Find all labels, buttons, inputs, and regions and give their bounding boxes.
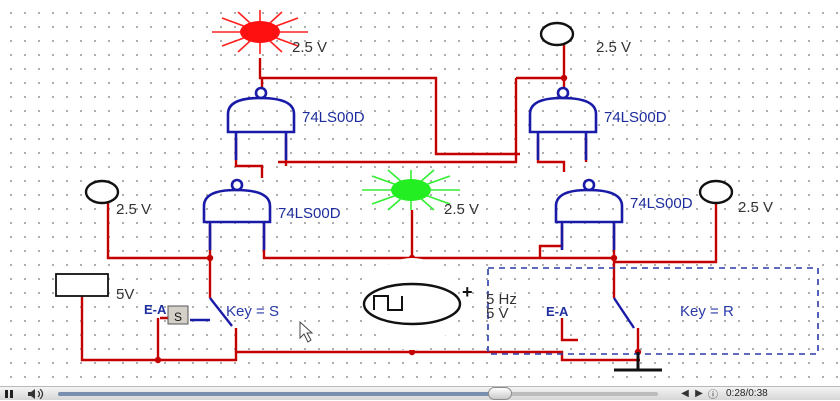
- circuit-canvas: 74LS00D 74LS00D 74LS00D 74LS00D 2.5 V: [0, 0, 840, 386]
- key-s-badge[interactable]: [167, 305, 189, 325]
- probe-lamp-red-icon[interactable]: [212, 10, 308, 54]
- key-s-badge-label: S: [174, 310, 182, 324]
- clock-plus-sign: +: [462, 282, 473, 302]
- nand-gate-u4[interactable]: [554, 178, 624, 250]
- probe-voltage-label: 2.5 V: [116, 201, 151, 218]
- seek-progress: [58, 391, 501, 396]
- switch-r-key-label: Key = R: [680, 303, 734, 320]
- probe-voltage-label: 2.5 V: [596, 39, 631, 56]
- ground-icon: [614, 352, 662, 372]
- pause-icon[interactable]: [2, 388, 16, 400]
- gate-label-u3: 74LS00D: [278, 205, 341, 222]
- subcircuit-box: [487, 267, 819, 355]
- clock-source-icon[interactable]: [362, 258, 462, 350]
- previous-icon[interactable]: ◀: [681, 388, 689, 399]
- time-readout: 0:28/0:38: [726, 388, 768, 399]
- switch-r[interactable]: [613, 297, 635, 329]
- gate-label-u1: 74LS00D: [302, 109, 365, 126]
- gate-label-u2: 74LS00D: [604, 109, 667, 126]
- probe-voltage-label: 2.5 V: [444, 201, 479, 218]
- probe-voltage-label: 2.5 V: [292, 39, 327, 56]
- media-player-bar: ◀ ▶ ⓘ 0:28/0:38: [0, 386, 840, 401]
- schematic: 74LS00D 74LS00D 74LS00D 74LS00D 2.5 V: [55, 10, 819, 372]
- supply-label: 5V: [116, 286, 134, 303]
- info-icon[interactable]: ⓘ: [708, 390, 718, 401]
- nand-gate-u1[interactable]: [226, 86, 296, 160]
- nand-gate-u3[interactable]: [202, 178, 272, 250]
- seek-bar[interactable]: [58, 386, 658, 400]
- probe-lamp-green-icon[interactable]: [362, 169, 460, 211]
- probe-lamp-off-icon[interactable]: [84, 179, 120, 205]
- volume-icon[interactable]: [24, 388, 48, 400]
- probe-lamp-off-icon[interactable]: [539, 21, 575, 47]
- seek-thumb[interactable]: [488, 386, 513, 400]
- gate-label-u4: 74LS00D: [630, 195, 693, 212]
- probe-lamp-off-icon[interactable]: [698, 179, 734, 205]
- clock-voltage-label: 5 V: [486, 305, 509, 322]
- nand-gate-u2[interactable]: [528, 86, 598, 160]
- switch-r-ea-label: E-A: [546, 304, 569, 319]
- probe-voltage-label: 2.5 V: [738, 199, 773, 216]
- mouse-cursor-icon: [299, 320, 314, 343]
- switch-s[interactable]: [190, 297, 233, 327]
- switch-s-ea-label: E-A: [144, 302, 167, 317]
- clock-frequency-label: 5 Hz: [486, 291, 517, 308]
- switch-s-key-label: Key = S: [226, 303, 279, 320]
- dc-supply-icon[interactable]: [55, 273, 109, 297]
- next-icon[interactable]: ▶: [695, 388, 703, 399]
